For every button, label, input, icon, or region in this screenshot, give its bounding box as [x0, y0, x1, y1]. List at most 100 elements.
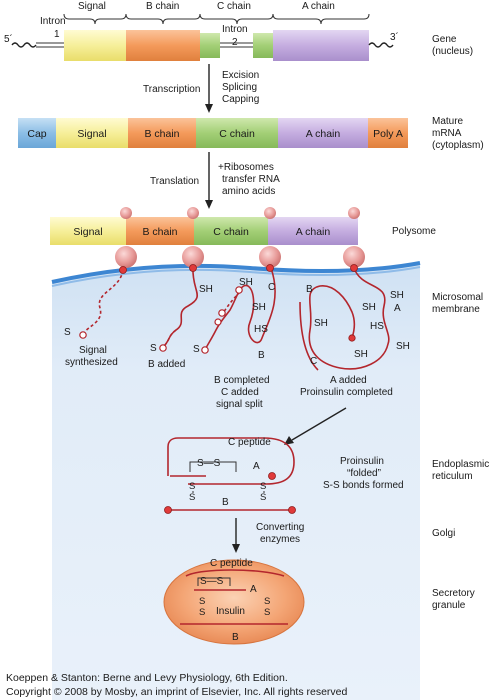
ribosomes-label: +Ribosomes [218, 162, 274, 173]
mrna-c-chain-label: C chain [219, 128, 255, 140]
s3-c-label: C [268, 282, 275, 293]
gene-c-chain-segment-1 [200, 33, 220, 58]
s3-hs-label: HS [254, 324, 268, 335]
granule-a-label: A [250, 584, 257, 595]
transcription-step: Transcription Excision Splicing Capping [143, 64, 259, 113]
chain-start-bead [119, 266, 127, 274]
mrna-side-label-3: (cytoplasm) [432, 140, 484, 151]
mrna-b-chain-label: B chain [144, 128, 179, 140]
mrna-c-chain-segment [196, 118, 278, 148]
brace-a-chain [272, 13, 370, 25]
chain-bead [164, 506, 172, 514]
intron2-num: 2 [232, 37, 238, 48]
s2-sh-label: SH [199, 284, 213, 295]
splicing-label: Splicing [222, 82, 257, 93]
gene-three-prime: 3´ [390, 31, 399, 43]
s1-caption-2: synthesized [65, 357, 118, 368]
er-a-label: A [253, 461, 260, 472]
granule-b-label: B [232, 632, 239, 643]
s1-s-label: S [64, 327, 71, 338]
signal-peptide-chain [83, 269, 124, 334]
intron1-label: Intron [40, 16, 66, 27]
s3-caption-3: signal split [216, 399, 263, 410]
gene-a-chain-segment [273, 30, 369, 61]
polysome-signal-label: Signal [73, 226, 102, 238]
intron1-num: 1 [54, 29, 60, 40]
gene-c-chain-segment-2 [253, 33, 273, 58]
gene-side-label-2: (nucleus) [432, 46, 473, 57]
ribosome-large-subunit [343, 246, 365, 268]
microsomal-membrane [51, 261, 421, 284]
gene-b-chain-label: B chain [146, 1, 179, 12]
mrna-row: Cap Signal B chain C chain A chain Poly … [18, 116, 484, 151]
s3-caption: B completed [214, 375, 270, 386]
footer-citation: Koeppen & Stanton: Berne and Levy Physio… [6, 672, 288, 684]
golgi-caption: Converting [256, 522, 304, 533]
polysome-c-chain-segment [194, 217, 268, 245]
secretory-granule: C peptide S—S A Insulin B S S S S Secret… [163, 558, 475, 645]
er-side-label: Endoplasmic [432, 459, 489, 470]
granule-s-label: S [199, 607, 205, 618]
s4-sh-label-5: SH [354, 349, 368, 360]
er-s-label: S [260, 492, 266, 503]
granule-s-label: S [199, 596, 205, 607]
s3-b-label: B [258, 350, 265, 361]
mrna-signal-label: Signal [77, 128, 106, 140]
er-proinsulin: C peptide S—S A B S S S S Proinsulin “fo… [164, 437, 489, 514]
granule-body [163, 559, 305, 645]
chain-end-bead [201, 346, 209, 354]
polysome-signal-segment [50, 217, 126, 245]
polysome-a-chain-segment [268, 217, 358, 245]
polysome-side-label: Polysome [392, 226, 436, 237]
footer-copyright: Copyright © 2008 by Mosby, an imprint of… [6, 686, 348, 698]
ribosome-large-subunit [115, 246, 137, 268]
stage-a-added: B SH SH A HS SH SH SH C A added Proinsul… [299, 264, 410, 398]
gene-right-tail [368, 42, 394, 48]
s4-sh-label: SH [390, 290, 404, 301]
microsome-side-label: Microsomal [432, 292, 483, 303]
stage-signal-synthesized: S Signal synthesized [64, 266, 127, 368]
granule-s-label: S [264, 596, 270, 607]
s4-a-label: A [394, 303, 401, 314]
s4-b-label: B [306, 284, 313, 295]
mrna-a-chain-label: A chain [306, 128, 341, 140]
intron2-label: Intron [222, 24, 248, 35]
gene-a-chain-label: A chain [302, 1, 335, 12]
s3-sh-label-2: SH [252, 302, 266, 313]
er-s-label: S [189, 481, 195, 492]
polysome-row: Signal B chain C chain A chain Polysome [50, 207, 436, 268]
golgi-side-label: Golgi [432, 528, 455, 539]
s4-sh-label-2: SH [362, 302, 376, 313]
granule-side-label-2: granule [432, 600, 466, 611]
brace-signal [63, 13, 127, 25]
granule-side-label: Secretory [432, 588, 475, 599]
chain-start-bead [266, 264, 274, 272]
er-c-peptide-label: C peptide [228, 437, 271, 448]
ribosome-large-subunit [182, 246, 204, 268]
gene-row: 5´ Intron 1 Intron 2 3´ Signal B chain C… [4, 1, 473, 61]
fold-arrow [291, 407, 347, 441]
gene-c-chain-label: C chain [217, 1, 251, 12]
mrna-poly-a-label: Poly A [373, 128, 403, 140]
mrna-cap-label: Cap [27, 128, 46, 140]
mrna-side-label: Mature [432, 116, 464, 127]
mrna-signal-segment [56, 118, 128, 148]
chain-start-bead [350, 264, 358, 272]
s4-c-label: C [310, 356, 317, 367]
chain-end-bead [159, 344, 167, 352]
er-s-label: S [260, 481, 266, 492]
s4-caption: A added [330, 375, 367, 386]
granule-insulin-label: Insulin [216, 606, 245, 617]
granule-s-label: S [264, 607, 270, 618]
s3-s-label: S [193, 344, 200, 355]
chain-bead [218, 309, 226, 317]
s2-caption: B added [148, 359, 185, 370]
er-b-label: B [222, 497, 229, 508]
mrna-side-label-2: mRNA [432, 128, 462, 139]
er-ss-label: S—S [197, 458, 221, 469]
golgi-caption-2: enzymes [260, 534, 300, 545]
amino-acids-label: amino acids [222, 186, 275, 197]
excision-label: Excision [222, 70, 259, 81]
er-s-label: S [189, 492, 195, 503]
